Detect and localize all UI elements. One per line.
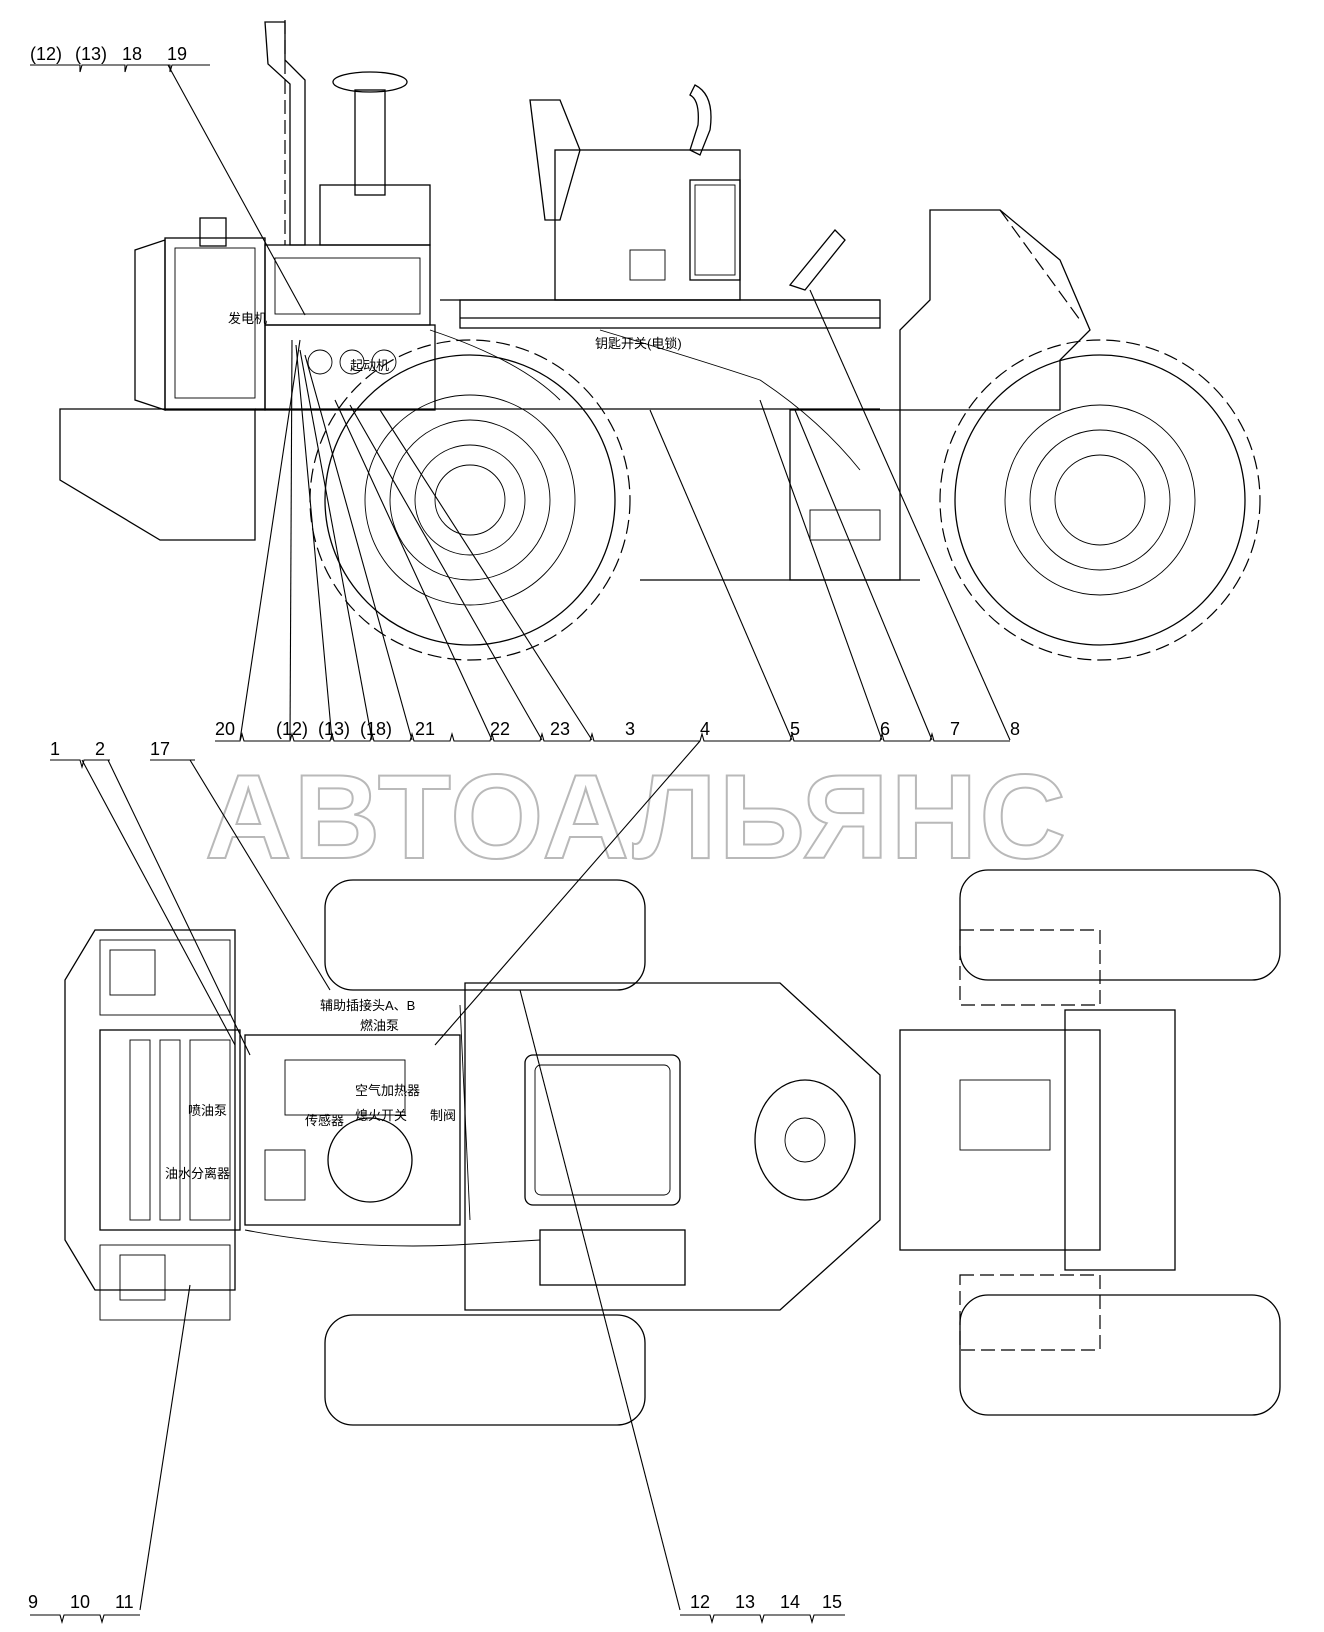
callout-18b: (18) [360, 719, 392, 739]
label-sensor: 传感器 [305, 1113, 344, 1128]
callout-18: 18 [122, 44, 142, 64]
label-key-switch: 钥匙开关(电锁) [595, 336, 682, 351]
label-water-separator: 油水分离器 [165, 1166, 230, 1181]
callout-22: 22 [490, 719, 510, 739]
top-view-leaders [30, 740, 845, 1625]
label-aux-connector: 辅助插接头A、B [320, 998, 415, 1013]
callout-8: 8 [1010, 719, 1020, 739]
label-valve: 制阀 [430, 1108, 456, 1123]
top-view-callouts: 1 2 17 9 10 11 12 13 14 15 辅助插接头A、B 燃油泵 … [28, 739, 842, 1612]
callout-12c: 12 [690, 1592, 710, 1612]
callout-12b: (12) [276, 719, 308, 739]
callout-13b: (13) [318, 719, 350, 739]
top-view [64, 869, 1281, 1426]
callout-3: 3 [625, 719, 635, 739]
callout-21: 21 [415, 719, 435, 739]
callout-20: 20 [215, 719, 235, 739]
callout-14: 14 [780, 1592, 800, 1612]
label-air-heater: 空气加热器 [355, 1083, 420, 1098]
callout-10: 10 [70, 1592, 90, 1612]
label-generator: 发电机 [228, 311, 267, 326]
callout-1: 1 [50, 739, 60, 759]
callout-2: 2 [95, 739, 105, 759]
callout-5: 5 [790, 719, 800, 739]
callout-12: (12) [30, 44, 62, 64]
callout-4: 4 [700, 719, 710, 739]
callout-7: 7 [950, 719, 960, 739]
callout-13: (13) [75, 44, 107, 64]
side-view [59, 20, 1261, 661]
callout-6: 6 [880, 719, 890, 739]
label-switch: 熄火开关 [355, 1108, 407, 1123]
callout-11: 11 [115, 1592, 134, 1612]
label-starter-motor: 起动机 [350, 358, 389, 373]
side-view-callouts: (12) (13) 18 19 20 (12) (13) (18) 21 22 … [30, 44, 1020, 739]
label-fuel-pump: 燃油泵 [360, 1018, 399, 1033]
callout-23: 23 [550, 719, 570, 739]
side-view-leaders [30, 64, 1011, 742]
callout-9: 9 [28, 1592, 38, 1612]
callout-19: 19 [167, 44, 187, 64]
label-injection-pump: 喷油泵 [188, 1103, 227, 1118]
callout-13c: 13 [735, 1592, 755, 1612]
callout-17: 17 [150, 739, 170, 759]
watermark-text: АВТОАЛЬЯНС [205, 750, 1068, 884]
callout-15: 15 [822, 1592, 842, 1612]
